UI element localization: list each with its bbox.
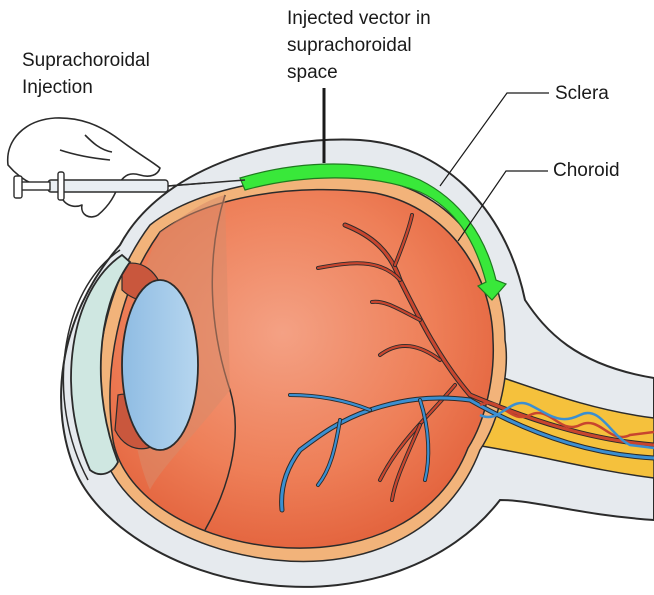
injected-vector-label: Injected vector in suprachoroidal space [287,5,431,86]
sclera-pointer-line [440,93,549,186]
sclera-label: Sclera [555,80,609,107]
gloved-hand-icon [8,118,160,217]
lens [122,280,198,450]
suprachoroidal-injection-label: Suprachoroidal Injection [22,47,150,101]
choroid-label: Choroid [553,157,620,184]
